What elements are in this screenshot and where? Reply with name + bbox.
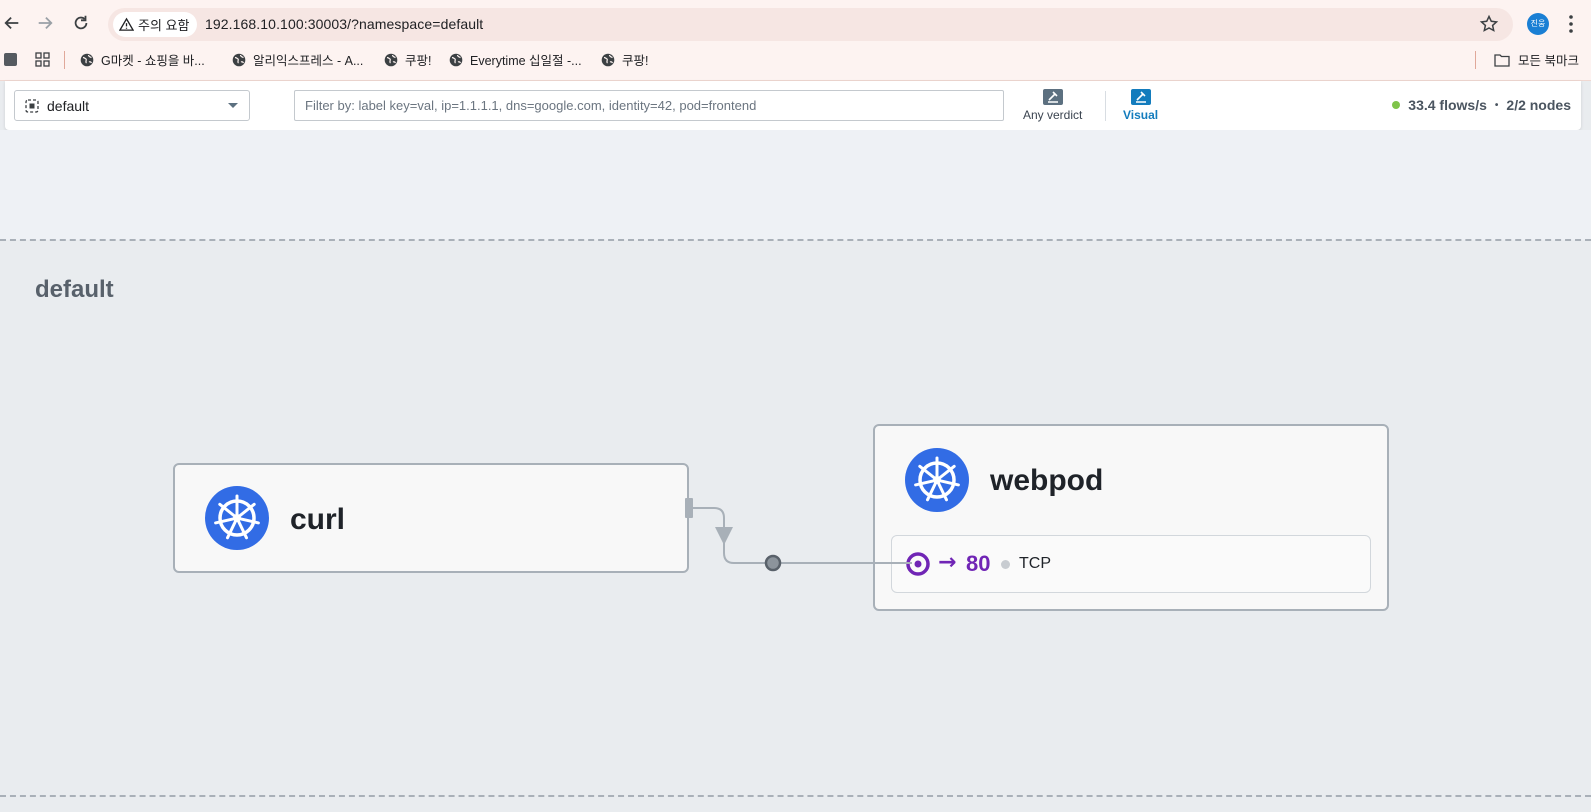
- url-text[interactable]: 192.168.10.100:30003/?namespace=default: [205, 16, 484, 32]
- arrow-right-icon: →: [938, 550, 957, 575]
- globe-icon: [232, 53, 246, 66]
- protocol-separator: [1001, 560, 1010, 569]
- verdict-filter-button[interactable]: Any verdict: [1023, 89, 1082, 122]
- globe-icon: [80, 53, 94, 66]
- ingress-port-row[interactable]: → 80 TCP: [891, 535, 1371, 593]
- bookmark-label: 쿠팡!: [622, 54, 649, 68]
- security-warning-chip[interactable]: 주의 요함: [113, 12, 198, 37]
- map-header-band: [0, 130, 1591, 240]
- kubernetes-icon: [905, 448, 969, 512]
- bookmark-label: Everytime 십일절 -...: [470, 54, 582, 68]
- namespace-boundary-top: [0, 239, 1591, 241]
- tab-search-icon[interactable]: [4, 53, 17, 66]
- port-protocol: TCP: [1019, 555, 1051, 572]
- bookmark-star-icon[interactable]: [1479, 14, 1499, 34]
- nodes-count: 2/2 nodes: [1506, 97, 1571, 113]
- status-separator: •: [1494, 99, 1499, 111]
- bookmark-item[interactable]: 알리익스프레스 - A...: [232, 50, 363, 69]
- back-icon[interactable]: [0, 11, 24, 35]
- bookmark-item[interactable]: 쿠팡!: [384, 50, 431, 69]
- namespace-boundary-bottom: [0, 795, 1591, 797]
- folder-icon: [1494, 53, 1510, 67]
- browser-chrome: 주의 요함 192.168.10.100:30003/?namespace=de…: [0, 0, 1591, 81]
- globe-icon: [384, 53, 398, 66]
- namespace-title: default: [35, 276, 114, 303]
- bookmarks-bar: G마켓 - 쇼핑을 바... 알리익스프레스 - A... 쿠팡! Everyt…: [0, 46, 1591, 74]
- port-target-icon: [906, 552, 930, 576]
- profile-avatar[interactable]: 진웅: [1527, 13, 1549, 35]
- namespace-value: default: [47, 97, 90, 114]
- flows-rate: 33.4 flows/s: [1408, 97, 1487, 113]
- bookmark-item[interactable]: 쿠팡!: [601, 50, 648, 69]
- namespace-select[interactable]: default: [14, 90, 250, 121]
- status-indicator-icon: [1392, 101, 1401, 109]
- egress-connector: [685, 498, 693, 518]
- bookmark-item[interactable]: G마켓 - 쇼핑을 바...: [80, 50, 205, 69]
- all-bookmarks-label: 모든 북마크: [1518, 54, 1579, 68]
- flow-junction-node[interactable]: [764, 554, 782, 572]
- more-menu-icon[interactable]: [1564, 13, 1578, 35]
- service-name: webpod: [990, 464, 1104, 497]
- bookmark-divider: [1475, 51, 1476, 69]
- port-number: 80: [966, 551, 991, 576]
- apps-grid-icon[interactable]: [35, 52, 50, 67]
- service-card-webpod[interactable]: webpod → 80 TCP: [873, 424, 1389, 611]
- bookmark-label: 알리익스프레스 - A...: [253, 54, 364, 68]
- filter-input[interactable]: [294, 90, 1004, 121]
- visual-view-button[interactable]: Visual: [1123, 89, 1158, 122]
- globe-icon: [601, 53, 615, 66]
- visual-label: Visual: [1123, 108, 1159, 122]
- bookmark-divider: [64, 51, 65, 69]
- kubernetes-icon: [205, 486, 269, 550]
- service-card-curl[interactable]: curl: [173, 463, 689, 573]
- bookmark-label: 쿠팡!: [405, 54, 432, 68]
- forward-icon[interactable]: [33, 11, 57, 35]
- bookmark-label: G마켓 - 쇼핑을 바...: [101, 54, 205, 68]
- gavel-icon: [1042, 89, 1063, 105]
- verdict-label: Any verdict: [1023, 108, 1083, 122]
- flow-direction-arrow-icon: [715, 527, 733, 545]
- visual-map-icon: [1130, 89, 1151, 105]
- globe-icon: [449, 53, 463, 66]
- reload-icon[interactable]: [69, 11, 93, 35]
- bookmark-item[interactable]: Everytime 십일절 -...: [449, 50, 582, 69]
- all-bookmarks-button[interactable]: 모든 북마크: [1494, 50, 1579, 69]
- toolbar-divider: [1105, 91, 1106, 121]
- flow-status: 33.4 flows/s • 2/2 nodes: [1392, 97, 1571, 113]
- address-bar[interactable]: 주의 요함 192.168.10.100:30003/?namespace=de…: [108, 8, 1513, 41]
- namespace-icon: [25, 98, 39, 113]
- service-name: curl: [290, 503, 346, 536]
- security-label: 주의 요함: [138, 18, 190, 33]
- hubble-toolbar: default Any verdict Visual 33.4 flows/s …: [5, 81, 1581, 130]
- warning-icon: [119, 17, 134, 31]
- chevron-down-icon: [228, 103, 238, 108]
